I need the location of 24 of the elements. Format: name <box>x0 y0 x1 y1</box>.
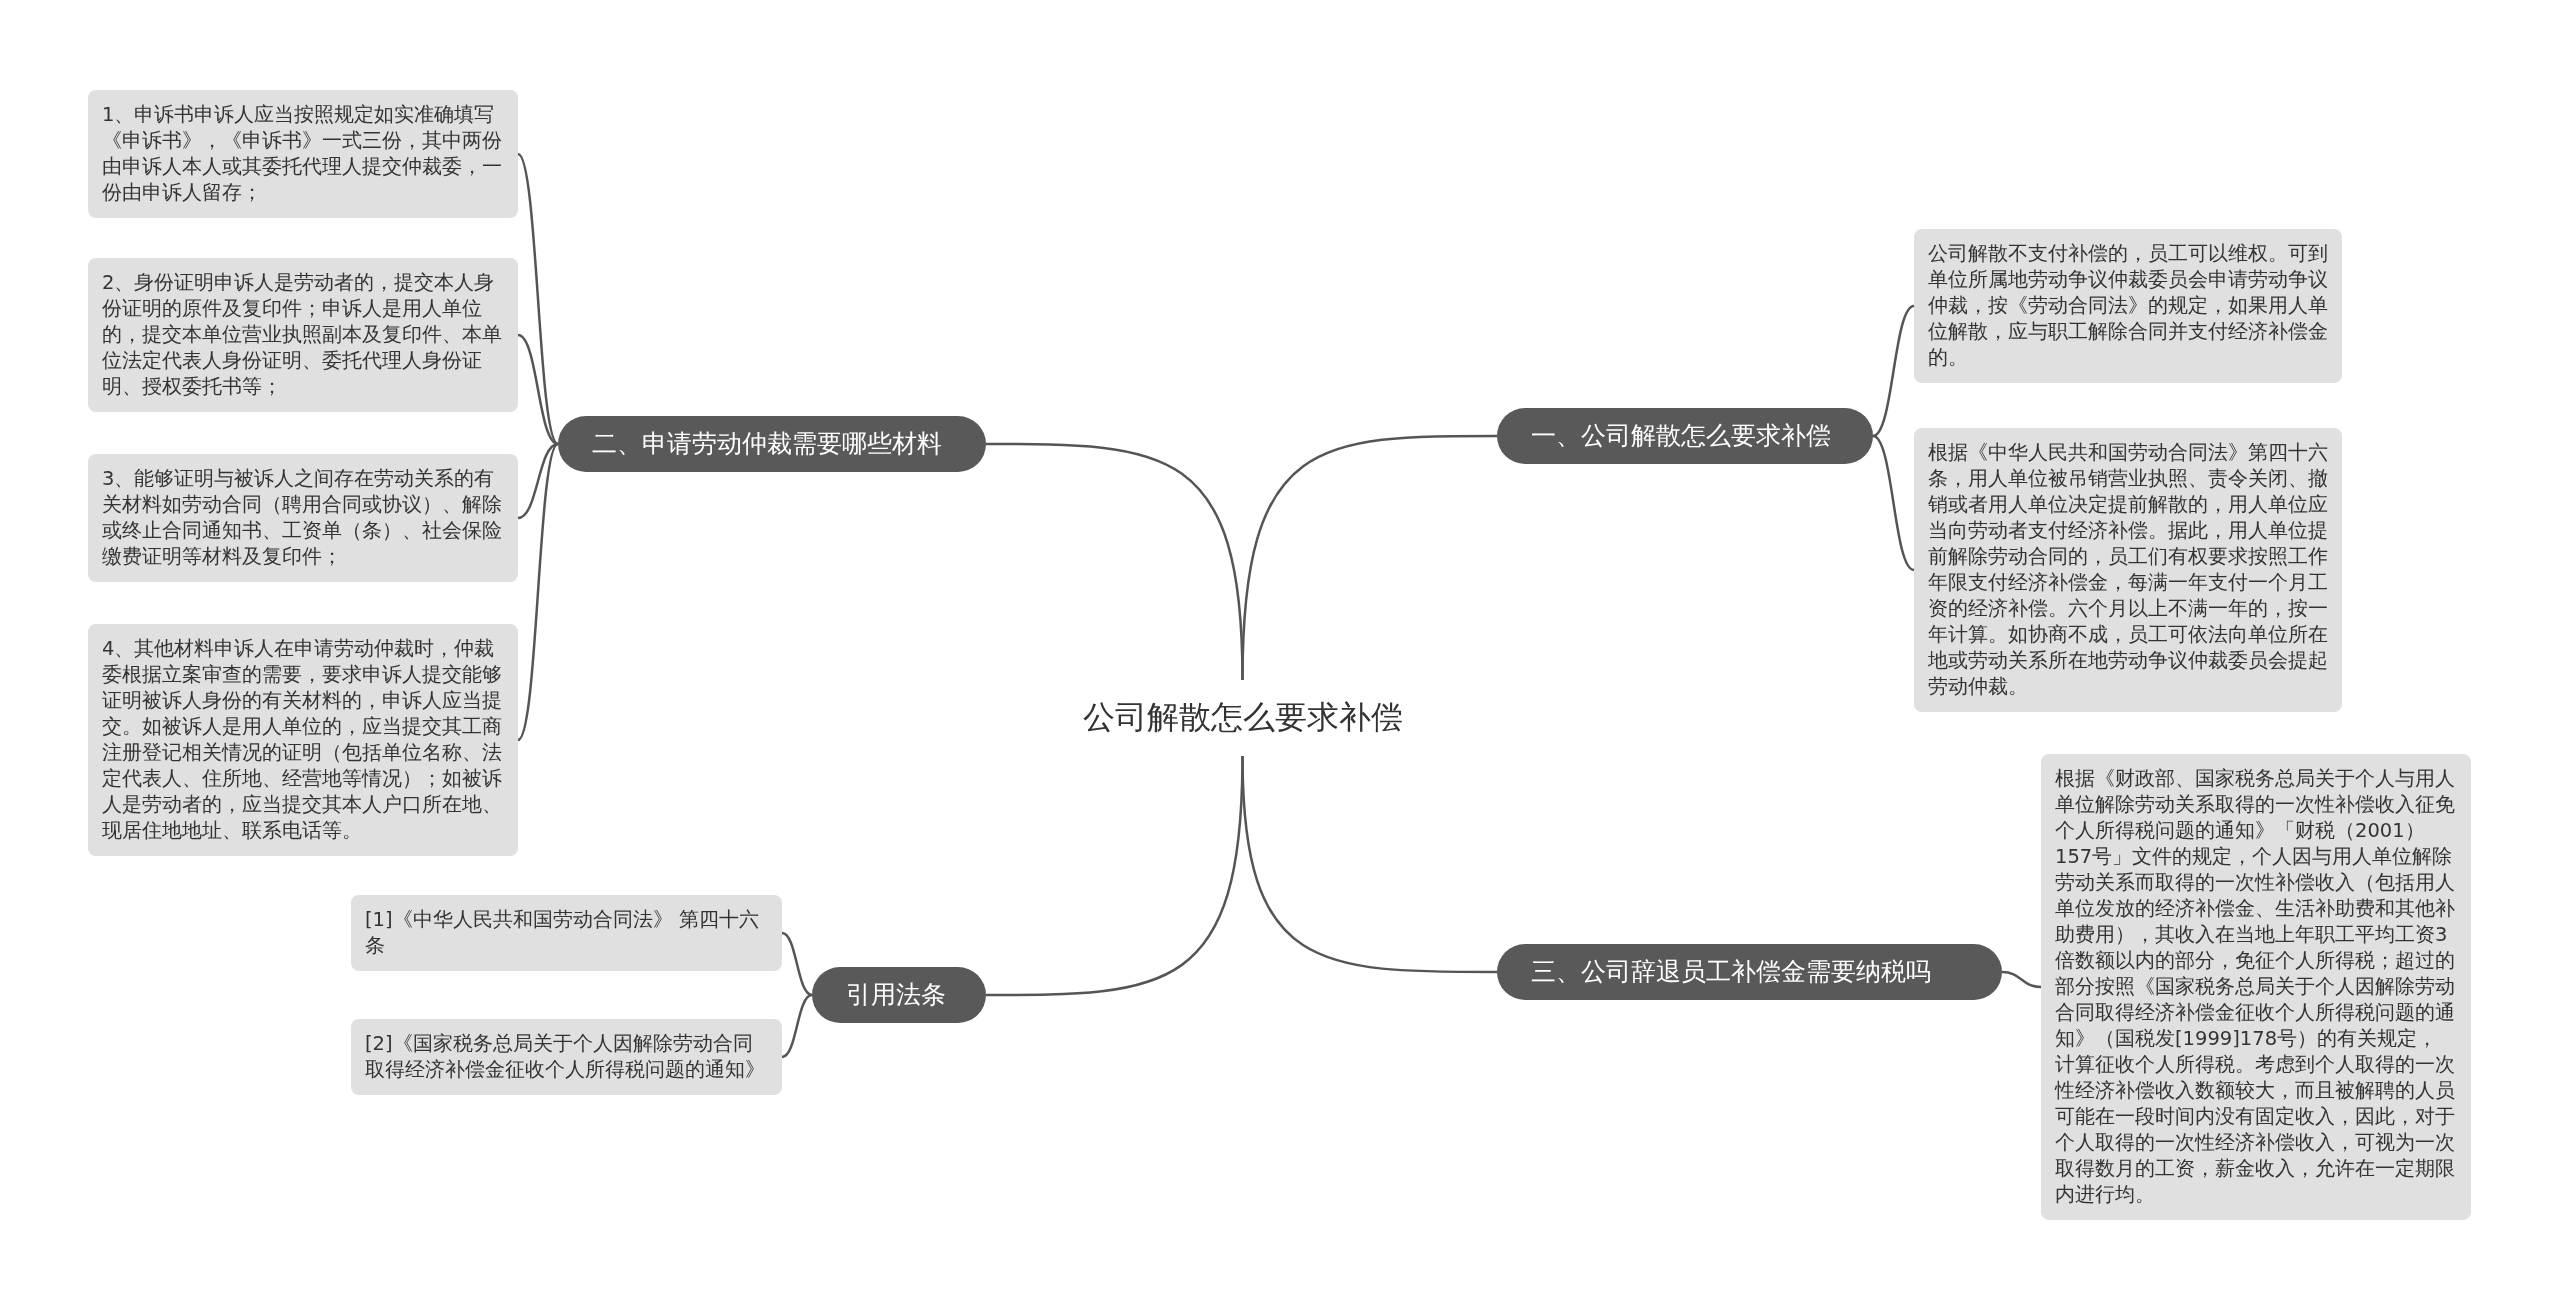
note-box: 根据《财政部、国家税务总局关于个人与用人单位解除劳动关系取得的一次性补偿收入征免个人所得税问题的通知》「财税（2001）157号」文件的规定，个人因与用人单位解除劳动关系而取得的一次性补偿收入（包括用人单位发放的经济补偿金、生活补助费和其他补助费用），其收入在当地上年职工平均工资3倍数额以内的部分，免征个人所得税；超过的部分按照《国家税务总局关于个人因解除劳动合同取得经济补偿金征收个人所得税问题的通知》（国税发[1999]178号）的有关规定，计算征收个人所得税。考虑到个人取得的一次性经济补偿收入数额较大，而且被解聘的人员可能在一段时间内没有固定收入，因此，对于个人取得的一次性经济补偿收入，可视为一次取得数月的工资，薪金收入，允许在一定期限内进行均。 <box>2041 754 2471 1220</box>
note-box: 3、能够证明与被诉人之间存在劳动关系的有关材料如劳动合同（聘用合同或协议）、解除或终止合同通知书、工资单（条）、社会保险缴费证明等材料及复印件； <box>88 454 518 582</box>
connector-line <box>781 931 813 997</box>
note-box: [1]《中华人民共和国劳动合同法》 第四十六条 <box>351 895 782 971</box>
branch-topic: 一、公司解散怎么要求补偿 <box>1497 408 1873 464</box>
connector-line <box>1872 304 1915 438</box>
branch-topic: 二、申请劳动仲裁需要哪些材料 <box>558 416 986 472</box>
connector-line <box>517 442 559 520</box>
branch-topic: 三、公司辞退员工补偿金需要纳税吗 <box>1497 944 2002 1000</box>
branch-topic: 引用法条 <box>812 967 986 1023</box>
connector-line <box>986 442 1244 681</box>
note-box: 公司解散不支付补偿的，员工可以维权。可到单位所属地劳动争议仲裁委员会申请劳动争议仲裁，按《劳动合同法》的规定，如果用人单位解散，应与职工解除合同并支付经济补偿金的。 <box>1914 229 2342 383</box>
note-box: 根据《中华人民共和国劳动合同法》第四十六条，用人单位被吊销营业执照、责令关闭、撤销或者用人单位决定提前解散的，用人单位应当向劳动者支付经济补偿。据此，用人单位提前解除劳动合同的，员工们有权要求按照工作年限支付经济补偿金，每满一年支付一个月工资的经济补偿。六个月以上不满一年的，按一年计算。如协商不成，员工可依法向单位所在地或劳动关系所在地劳动争议仲裁委员会提起劳动仲裁。 <box>1914 428 2342 712</box>
note-box: 2、身份证明申诉人是劳动者的，提交本人身份证明的原件及复印件；申诉人是用人单位的，提交本单位营业执照副本及复印件、本单位法定代表人身份证明、委托代理人身份证明、授权委托书等； <box>88 258 518 412</box>
note-box: [2]《国家税务总局关于个人因解除劳动合同取得经济补偿金征收个人所得税问题的通知》 <box>351 1019 782 1095</box>
connector-line <box>781 993 813 1059</box>
connector-line <box>2001 970 2042 989</box>
note-box: 1、申诉书申诉人应当按照规定如实准确填写《申诉书》，《申诉书》一式三份，其中两份由申诉人本人或其委托代理人提交仲裁委，一份由申诉人留存； <box>88 90 518 218</box>
connector-line <box>986 755 1244 997</box>
note-box: 4、其他材料申诉人在申请劳动仲裁时，仲裁委根据立案审查的需要，要求申诉人提交能够证明被诉人身份的有关材料的，申诉人应当提交。如被诉人是用人单位的，应当提交其工商注册登记相关情况的证明（包括单位名称、法定代表人、住所地、经营地等情况）；如被诉人是劳动者的，应当提交其本人户口所在地、现居住地地址、联系电话等。 <box>88 624 518 856</box>
connector-line <box>517 153 559 445</box>
connector-line <box>517 443 559 741</box>
connector-line <box>517 333 559 446</box>
connector-line <box>1872 434 1915 572</box>
